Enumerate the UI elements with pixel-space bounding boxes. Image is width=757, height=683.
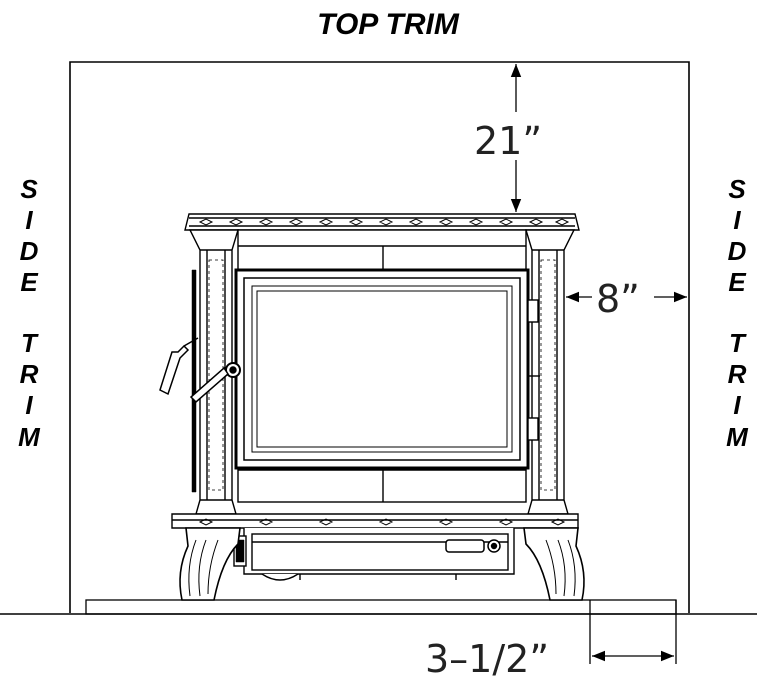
side-trim-right-label: S I D E T R I M (726, 174, 749, 452)
side-trim-left-letter: S (20, 174, 38, 204)
side-trim-right-letter: D (728, 236, 747, 266)
side-trim-left-label: S I D E T R I M (18, 174, 41, 452)
side-trim-right-letter: I (733, 390, 741, 420)
side-trim-right-letter: T (729, 328, 747, 358)
side-trim-right-letter: S (728, 174, 746, 204)
side-trim-left-letter: D (20, 236, 39, 266)
side-trim-right-letter: M (726, 422, 749, 452)
top-trim-label: TOP TRIM (317, 8, 460, 41)
side-trim-right-letter: R (728, 359, 747, 389)
hearth-extension-value: 3–1/2” (425, 637, 549, 681)
top-clearance-value: 21” (474, 119, 542, 163)
hearth-pad (85, 599, 677, 615)
hearth-extension-dimension: 3–1/2” (425, 600, 677, 681)
side-clearance-value: 8” (596, 277, 640, 321)
side-trim-left-letter: E (20, 267, 38, 297)
side-trim-left-letter: T (21, 328, 39, 358)
side-clearance-dimension: 8” (566, 277, 687, 321)
side-trim-left-letter: R (20, 359, 39, 389)
side-trim-left-letter: I (25, 205, 33, 235)
side-trim-left-letter: I (25, 390, 33, 420)
alcove-outline (69, 61, 690, 613)
stove-illustration (159, 213, 585, 601)
top-clearance-dimension: 21” (474, 64, 542, 212)
side-trim-right-letter: E (728, 267, 746, 297)
side-trim-right-letter: I (733, 205, 741, 235)
side-trim-left-letter: M (18, 422, 41, 452)
